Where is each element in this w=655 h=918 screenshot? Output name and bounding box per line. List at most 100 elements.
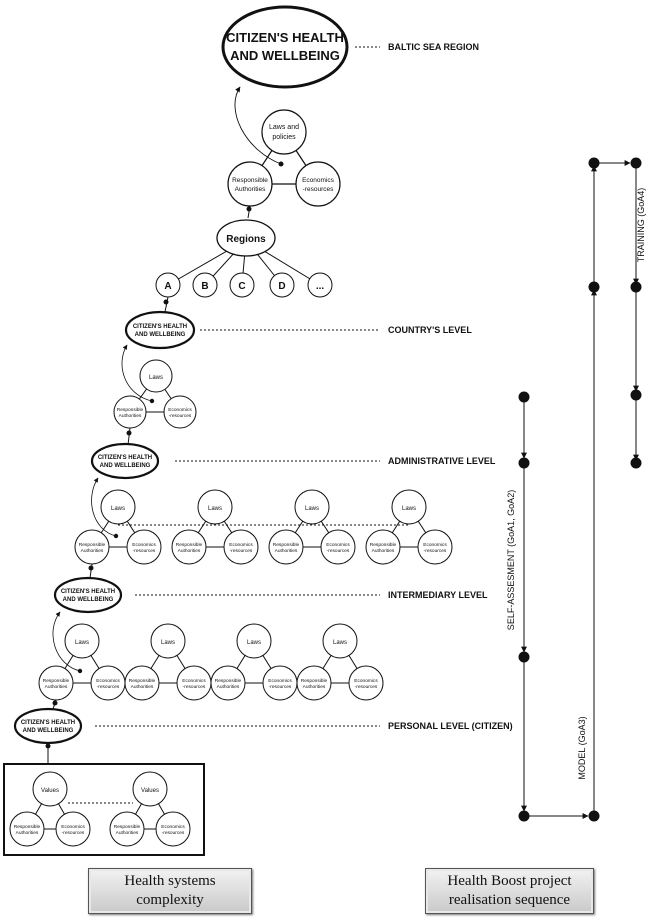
region-d: D [269,272,295,298]
svg-text:-resources: -resources [162,830,185,836]
admin-health-node: CITIZEN'S HEALTH AND WELLBEING [90,442,160,480]
responsible-node [227,161,273,207]
svg-text:Economics: Economics [161,824,185,830]
svg-text:Responsible: Responsible [215,678,242,684]
svg-text:Authorities: Authorities [119,413,142,419]
laws-policies-node [261,109,307,155]
svg-text:Responsible: Responsible [273,542,300,548]
regions-node [216,219,276,257]
self-assessment-label: SELF-ASSESMENT (GoA1, GoA2) [506,490,516,630]
level-baltic: BALTIC SEA REGION [388,42,479,52]
svg-text:-resources: -resources [133,548,156,554]
level-administrative: ADMINISTRATIVE LEVEL [388,456,496,466]
svg-text:Economics: Economics [168,407,192,413]
svg-text:Economics: Economics [132,542,156,548]
laws-policies-line2: policies [272,134,296,141]
svg-text:Authorities: Authorities [131,684,154,690]
svg-text:Laws: Laws [111,506,125,512]
responsible-line1: Responsible [232,177,268,184]
svg-text:Responsible: Responsible [43,678,70,684]
svg-text:-resources: -resources [424,548,447,554]
box-left-line2: complexity [136,892,204,908]
svg-text:AND WELLBEING: AND WELLBEING [63,597,114,603]
svg-text:-resources: -resources [62,830,85,836]
realisation-sequence-box: Health Boost project realisation sequenc… [425,868,594,914]
svg-text:Authorities: Authorities [372,548,395,554]
svg-text:-resources: -resources [169,413,192,419]
svg-text:...: ... [316,281,325,292]
svg-text:D: D [278,281,285,292]
regions-label: Regions [226,234,266,245]
svg-text:CITIZEN'S HEALTH: CITIZEN'S HEALTH [98,455,152,461]
svg-text:-resources: -resources [183,684,206,690]
svg-text:Economics: Economics [182,678,206,684]
region-b: B [192,272,218,298]
svg-text:Economics: Economics [96,678,120,684]
svg-text:Values: Values [141,788,159,794]
svg-text:Economics: Economics [326,542,350,548]
responsible-line2: Authorities [235,186,266,193]
top-health-node: CITIZEN'S HEALTH AND WELLBEING [221,5,349,89]
svg-text:C: C [238,281,245,292]
svg-text:Economics: Economics [423,542,447,548]
svg-text:Responsible: Responsible [117,407,144,413]
svg-text:AND WELLBEING: AND WELLBEING [100,463,151,469]
svg-text:CITIZEN'S HEALTH: CITIZEN'S HEALTH [61,589,115,595]
svg-text:Authorities: Authorities [116,830,139,836]
svg-text:Responsible: Responsible [176,542,203,548]
timeline-model: MODEL (GoA3) [577,165,600,822]
level-intermediary: INTERMEDIARY LEVEL [388,590,488,600]
svg-text:Authorities: Authorities [16,830,39,836]
laws-policies-line1: Laws and [269,124,299,131]
top-feedback-arrow [234,86,282,165]
timeline-self-assessment: SELF-ASSESMENT (GoA1, GoA2) [506,391,589,822]
svg-text:Laws: Laws [149,375,163,381]
level-country: COUNTRY'S LEVEL [388,325,472,335]
economics-line1: Economics [302,177,335,184]
svg-text:-resources: -resources [269,684,292,690]
country-triad: Laws Responsible Authorities Economics -… [113,344,197,429]
svg-text:Economics: Economics [61,824,85,830]
svg-text:Authorities: Authorities [178,548,201,554]
svg-text:Responsible: Responsible [129,678,156,684]
svg-text:Laws: Laws [208,506,222,512]
svg-text:CITIZEN'S HEALTH: CITIZEN'S HEALTH [133,324,187,330]
training-label: TRAINING (GoA4) [636,188,646,263]
svg-text:Responsible: Responsible [114,824,141,830]
economics-line2: -resources [303,186,334,193]
economics-node [295,161,341,207]
svg-text:-resources: -resources [355,684,378,690]
svg-text:AND WELLBEING: AND WELLBEING [135,332,186,338]
svg-text:Economics: Economics [268,678,292,684]
svg-text:Responsible: Responsible [79,542,106,548]
model-label: MODEL (GoA3) [577,716,587,779]
svg-text:Laws: Laws [75,640,89,646]
svg-text:Authorities: Authorities [217,684,240,690]
region-c: C [229,272,255,298]
svg-text:Laws: Laws [161,640,175,646]
svg-text:Economics: Economics [229,542,253,548]
svg-text:Authorities: Authorities [275,548,298,554]
svg-text:CITIZEN'S HEALTH: CITIZEN'S HEALTH [21,720,75,726]
level-personal: PERSONAL LEVEL (CITIZEN) [388,721,513,731]
svg-text:Laws: Laws [305,506,319,512]
region-more: ... [307,272,333,298]
svg-text:-resources: -resources [327,548,350,554]
svg-text:B: B [201,281,208,292]
svg-text:Authorities: Authorities [303,684,326,690]
box-right-line1: Health Boost project [447,873,572,889]
box-right-line2: realisation sequence [448,892,571,908]
svg-text:Authorities: Authorities [45,684,68,690]
svg-text:Responsible: Responsible [370,542,397,548]
